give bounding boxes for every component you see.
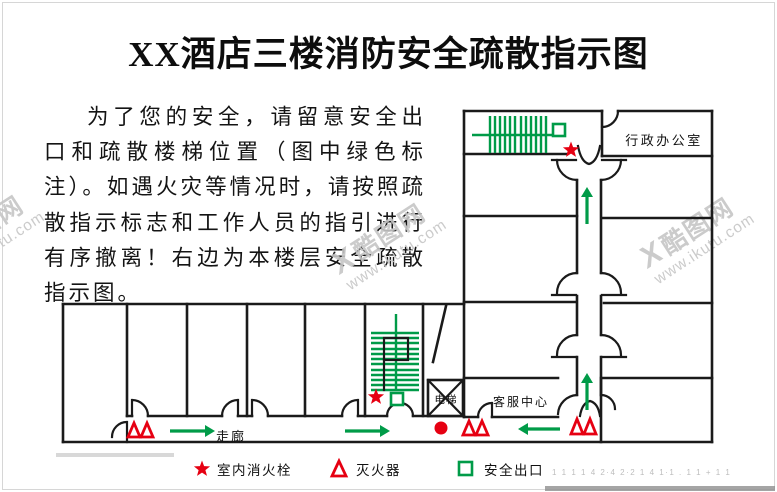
fire-extinguisher-icon — [329, 457, 349, 478]
scan-artifact-bar — [545, 486, 775, 491]
staircase-icon — [371, 116, 556, 392]
fire-door-icon — [550, 144, 628, 418]
alarm-dot-icon — [434, 421, 448, 435]
page-title: XX酒店三楼消防安全疏散指示图 — [128, 35, 649, 74]
elevator-icon: 电梯 — [426, 378, 465, 418]
evacuation-arrow-icon — [170, 187, 593, 437]
room-labels: 行政办公室 客服中心 走廊 — [216, 133, 703, 444]
fire-extinguisher-icon — [125, 415, 599, 439]
scan-artifact-bar — [56, 453, 174, 457]
corridor-label: 走廊 — [216, 429, 246, 444]
customer-service-label: 客服中心 — [493, 394, 549, 409]
intro-paragraph: 为了您的安全，请留意安全出口和疏散楼梯位置（图中绿色标注）。如遇火灾等情况时，请… — [44, 105, 426, 306]
legend-label: 室内消火栓 — [217, 462, 292, 478]
safety-exit-icon — [389, 122, 567, 407]
legend-label: 安全出口 — [484, 462, 544, 478]
admin-office-label: 行政办公室 — [625, 133, 703, 148]
faint-artifact-code: 1 1 1 1 4 2·4 2·2 1 4 1·1 . 1 1 + 1 1 — [552, 468, 732, 477]
elevator-label: 电梯 — [435, 393, 458, 406]
safety-exit-icon — [457, 460, 474, 477]
fire-hydrant-icon — [193, 460, 211, 476]
walls — [61, 109, 714, 444]
legend: 室内消火栓 灭火器 安全出口 — [193, 457, 544, 478]
legend-label: 灭火器 — [356, 463, 401, 478]
